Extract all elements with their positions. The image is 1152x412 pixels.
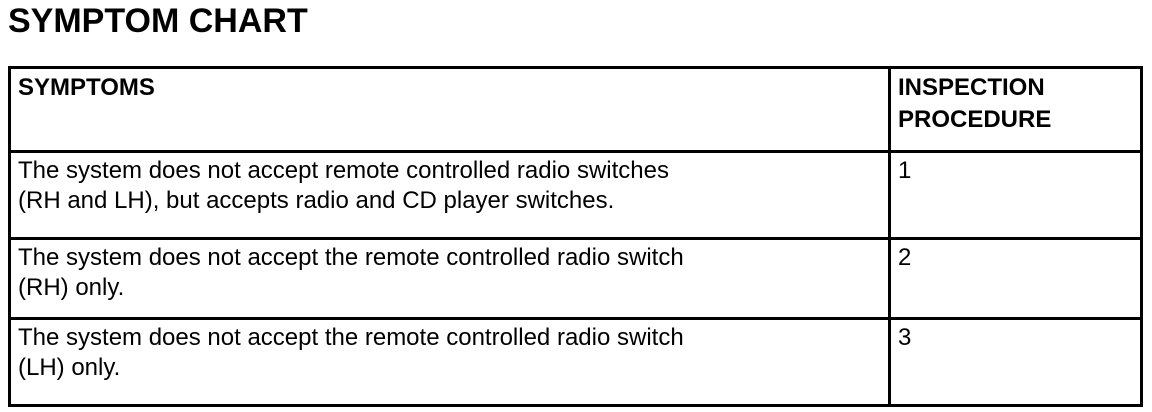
symptom-cell: The system does not accept remote contro… — [8, 150, 891, 240]
procedure-cell: 1 — [888, 150, 1143, 240]
header-symptoms: SYMPTOMS — [8, 66, 891, 153]
symptom-cell: The system does not accept the remote co… — [8, 237, 891, 320]
procedure-cell: 3 — [888, 317, 1143, 407]
table-row: The system does not accept the remote co… — [8, 237, 1143, 320]
table-header-row: SYMPTOMS INSPECTION PROCEDURE — [8, 66, 1143, 153]
page-title: SYMPTOM CHART — [8, 2, 308, 40]
table-row: The system does not accept remote contro… — [8, 150, 1143, 240]
symptom-cell: The system does not accept the remote co… — [8, 317, 891, 407]
header-inspection-procedure: INSPECTION PROCEDURE — [888, 66, 1143, 153]
symptom-chart-table: SYMPTOMS INSPECTION PROCEDURE The system… — [8, 66, 1143, 407]
procedure-cell: 2 — [888, 237, 1143, 320]
table-row: The system does not accept the remote co… — [8, 317, 1143, 407]
